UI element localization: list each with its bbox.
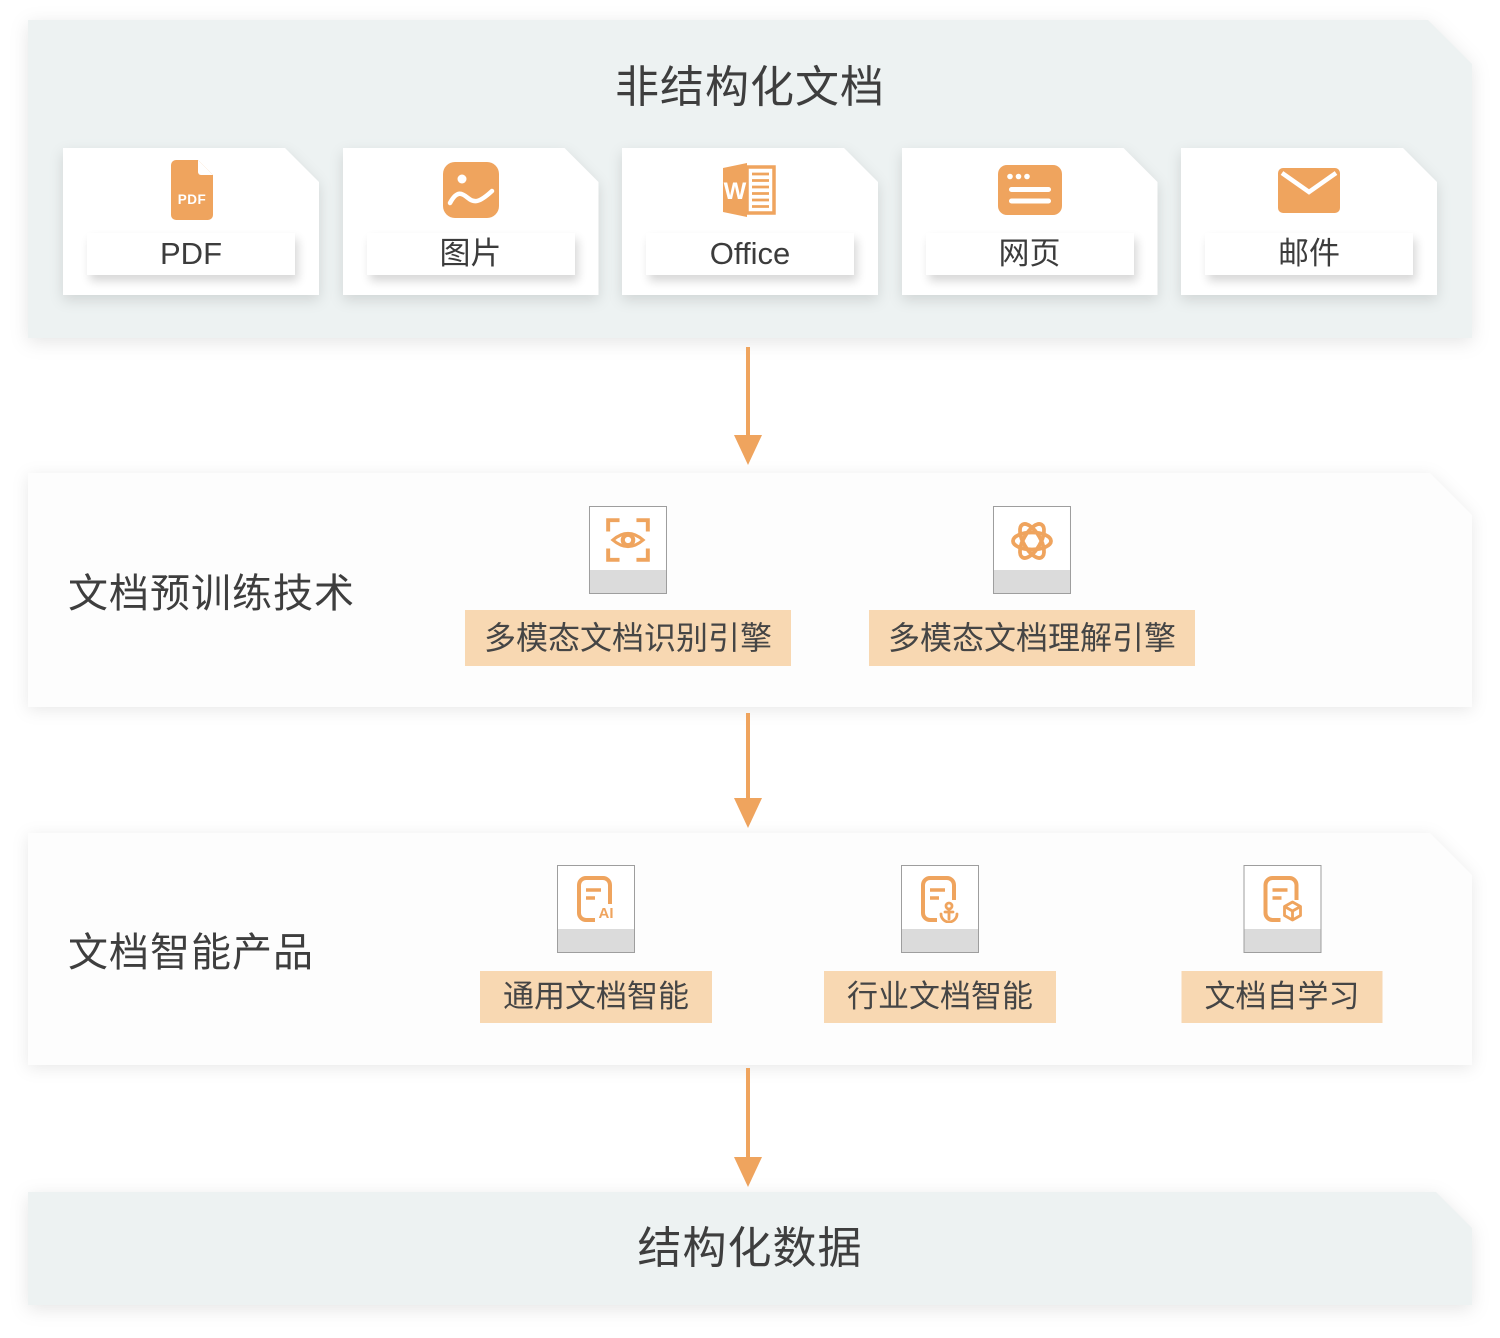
card-label-pdf: PDF xyxy=(87,233,295,275)
doc-ai-icon: AI xyxy=(557,865,635,953)
atom-icon xyxy=(993,506,1071,594)
product-item-selflearning: 文档自学习 xyxy=(1182,865,1383,1023)
section-title-structured: 结构化数据 xyxy=(637,1223,863,1273)
icon-card-strip xyxy=(902,929,978,952)
product-label-selflearning: 文档自学习 xyxy=(1182,971,1383,1023)
pretrain-label-recognition: 多模态文档识别引擎 xyxy=(465,610,791,666)
product-label-general: 通用文档智能 xyxy=(480,971,712,1023)
card-mail: 邮件 xyxy=(1181,148,1437,295)
icon-card-strip xyxy=(590,570,666,593)
section-title-products: 文档智能产品 xyxy=(68,931,314,975)
svg-text:W: W xyxy=(724,178,747,205)
webpage-icon xyxy=(902,148,1158,232)
svg-text:AI: AI xyxy=(599,905,614,922)
section-pretrain-tech: 文档预训练技术 多模态文档识别引擎 xyxy=(28,473,1472,707)
card-office: W Office xyxy=(622,148,878,295)
icon-card-strip xyxy=(558,929,634,952)
section-unstructured-docs: 非结构化文档 PDF PDF xyxy=(28,20,1472,338)
pretrain-item-understanding: 多模态文档理解引擎 xyxy=(869,506,1195,666)
pretrain-label-understanding: 多模态文档理解引擎 xyxy=(869,610,1195,666)
section-title-pretrain: 文档预训练技术 xyxy=(68,572,355,616)
flow-arrow-3 xyxy=(746,1068,750,1158)
svg-text:PDF: PDF xyxy=(178,192,207,207)
doc-anchor-icon xyxy=(901,865,979,953)
pdf-file-icon: PDF xyxy=(63,148,319,232)
product-item-industry: 行业文档智能 xyxy=(824,865,1056,1023)
section-doc-products: 文档智能产品 AI 通用文档智能 xyxy=(28,833,1472,1065)
icon-card-strip xyxy=(1244,929,1320,952)
section-title-unstructured: 非结构化文档 xyxy=(615,63,885,112)
card-label-mail: 邮件 xyxy=(1205,233,1413,275)
word-doc-icon: W xyxy=(622,148,878,232)
product-label-industry: 行业文档智能 xyxy=(824,971,1056,1023)
flow-arrow-2 xyxy=(746,713,750,799)
product-item-general: AI 通用文档智能 xyxy=(480,865,712,1023)
doc-cube-icon xyxy=(1243,865,1321,953)
icon-card-strip xyxy=(994,570,1070,593)
card-image: 图片 xyxy=(343,148,599,295)
mail-icon xyxy=(1181,148,1437,232)
card-label-image: 图片 xyxy=(367,233,575,275)
image-icon xyxy=(343,148,599,232)
pretrain-item-recognition: 多模态文档识别引擎 xyxy=(465,506,791,666)
flow-arrow-1 xyxy=(746,347,750,436)
card-label-office: Office xyxy=(646,233,854,275)
card-label-webpage: 网页 xyxy=(926,233,1134,275)
scan-eye-icon xyxy=(589,506,667,594)
card-webpage: 网页 xyxy=(902,148,1158,295)
section-structured-data: 结构化数据 xyxy=(28,1192,1472,1305)
doc-type-cards-row: PDF PDF 图片 xyxy=(63,148,1437,295)
card-pdf: PDF PDF xyxy=(63,148,319,295)
